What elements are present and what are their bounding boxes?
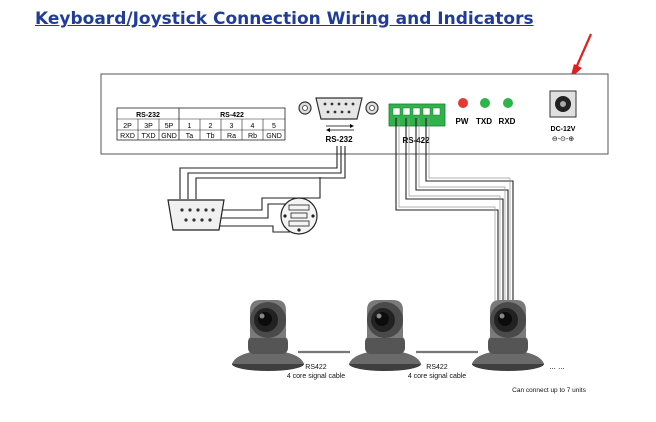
- rs422-signal: Ra: [227, 133, 236, 140]
- rs422-signal: GND: [266, 133, 282, 140]
- ptz-camera: [232, 300, 304, 371]
- rs422-signal: Rb: [248, 133, 257, 140]
- led-label-rxd: RXD: [499, 117, 516, 126]
- cable-label-2-type: RS422: [426, 364, 448, 371]
- rs232-pin: 5P: [165, 123, 174, 130]
- rs422-pin: 1: [188, 123, 192, 130]
- rs422-pin: 3: [230, 123, 234, 130]
- rs422-wiring: [395, 118, 514, 302]
- rs422-signal: Tb: [206, 133, 214, 140]
- rs422-pin: 2: [209, 123, 213, 130]
- rs422-table-header: RS-422: [220, 112, 244, 119]
- rs232-pin: 2P: [123, 123, 132, 130]
- dc-power-jack: DC-12V ⊖-⊙-⊕: [549, 90, 577, 143]
- rs422-pin: 4: [251, 123, 255, 130]
- cable-label-2-desc: 4 core signal cable: [408, 373, 466, 380]
- rs232-signal: TXD: [142, 133, 156, 140]
- rs232-signal: GND: [161, 133, 177, 140]
- rs422-pin: 5: [272, 123, 276, 130]
- power-label: DC-12V: [551, 126, 576, 133]
- led-label-pw: PW: [456, 117, 469, 126]
- chain-ellipsis: ... ...: [549, 362, 565, 371]
- rs422-signal: Ta: [186, 133, 194, 140]
- max-units-note: Can connect up to 7 units: [512, 387, 586, 394]
- db9-port: RS-232: [298, 97, 379, 144]
- txd-led: [480, 98, 490, 108]
- pin-table: RS-232 RS-422 2P 3P 5P RXD TXD GND 1 2 3…: [116, 107, 286, 141]
- cable-label-1-type: RS422: [305, 364, 327, 371]
- rs232-signal: RXD: [120, 133, 135, 140]
- indicator-leds: PW TXD RXD: [456, 98, 516, 126]
- rs232-pin: 3P: [144, 123, 153, 130]
- power-led: [458, 98, 468, 108]
- din-plug: [280, 197, 318, 235]
- power-polarity: ⊖-⊙-⊕: [552, 136, 574, 143]
- red-arrow-indicator: [570, 33, 593, 79]
- ptz-camera: [472, 300, 544, 371]
- cable-label-1-desc: 4 core signal cable: [287, 373, 345, 380]
- db9-label: RS-232: [325, 135, 353, 144]
- rxd-led: [503, 98, 513, 108]
- ptz-camera: [349, 300, 421, 371]
- db9-plug: [167, 199, 225, 231]
- page-title: Keyboard/Joystick Connection Wiring and …: [35, 9, 534, 29]
- led-label-txd: TXD: [476, 117, 492, 126]
- rs232-table-header: RS-232: [136, 112, 160, 119]
- rs232-wiring: [179, 146, 346, 233]
